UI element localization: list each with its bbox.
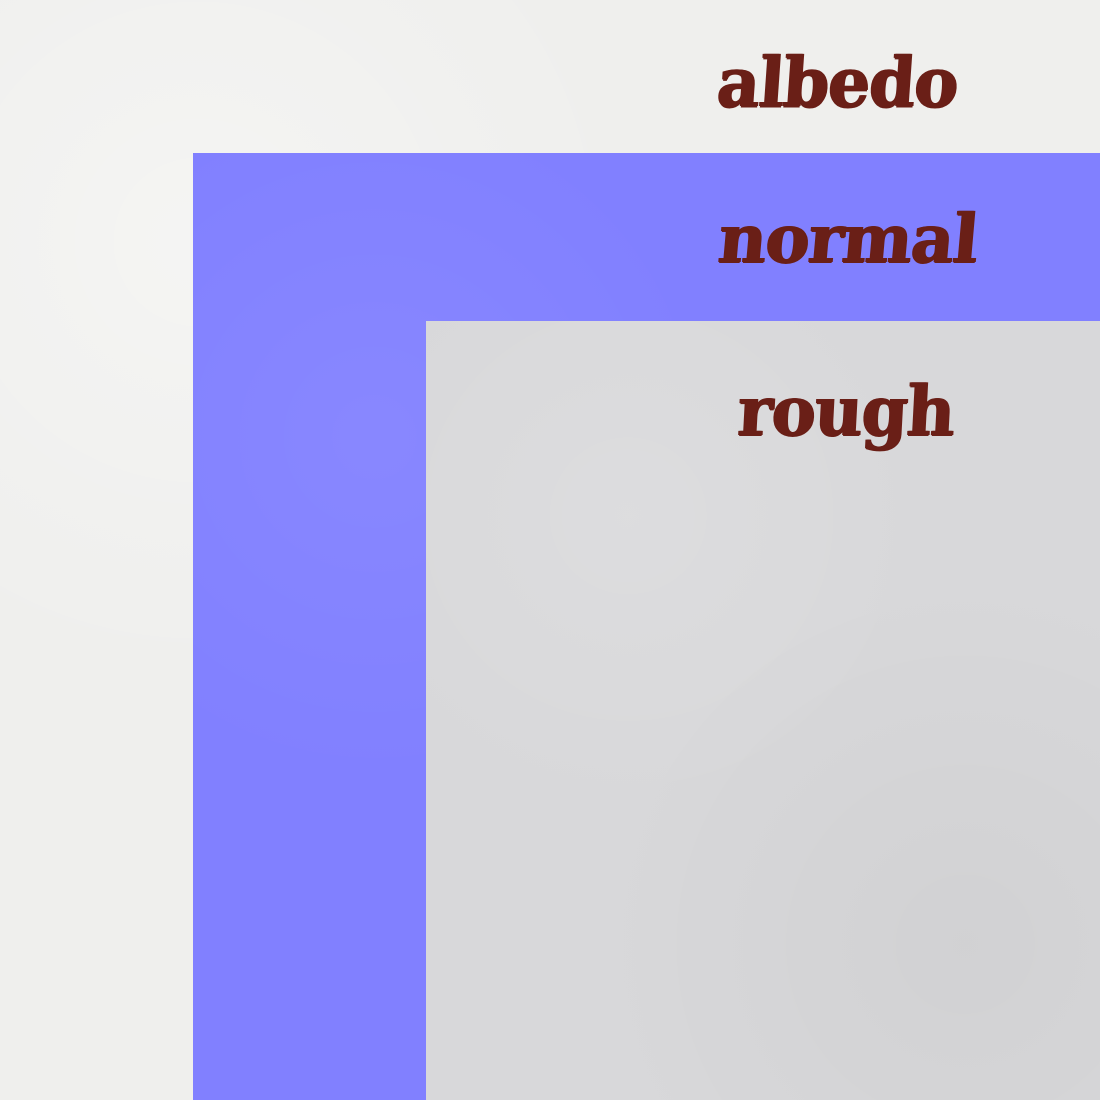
rough-swatch	[426, 321, 1100, 1100]
albedo-label: albedo	[714, 41, 961, 123]
rough-label: rough	[736, 369, 957, 452]
normal-label: normal	[715, 198, 981, 279]
